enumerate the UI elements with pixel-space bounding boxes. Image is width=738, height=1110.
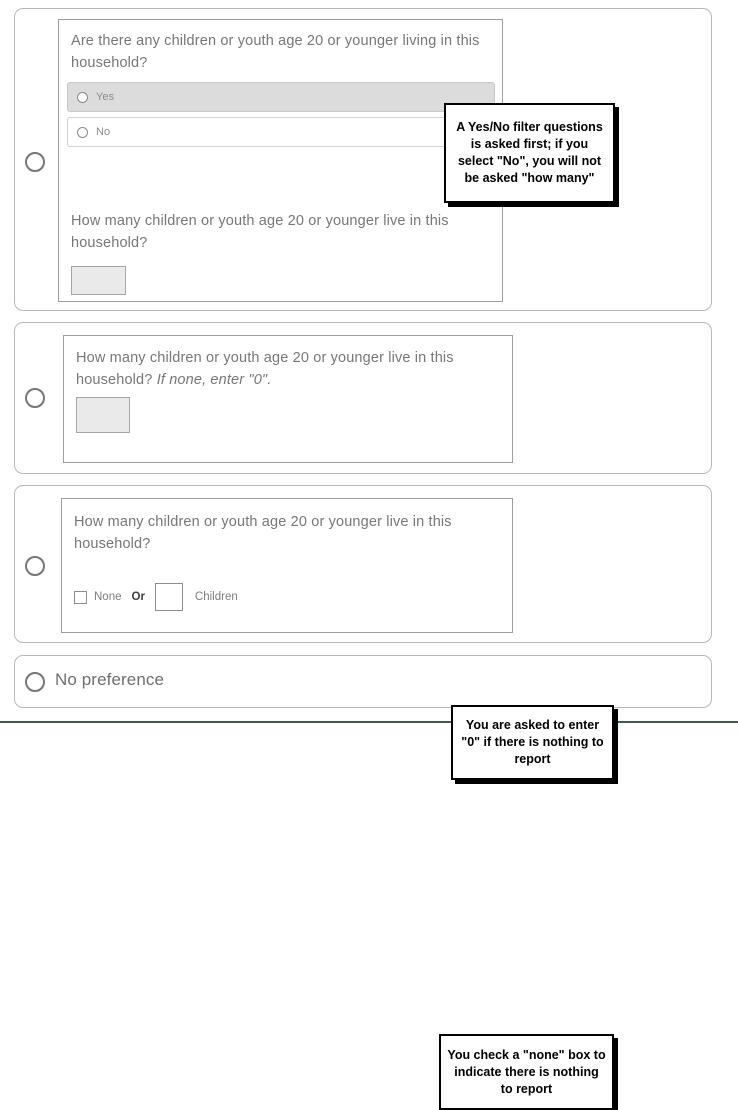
survey-panel-enter-zero: How many children or youth age 20 or you… <box>63 335 513 463</box>
option-card-no-preference[interactable]: No preference <box>14 655 712 708</box>
callout-text-filter-question: A Yes/No filter questions is asked first… <box>456 120 603 185</box>
label-children: Children <box>194 591 238 603</box>
callout-none-checkbox: You check a "none" box to indicate there… <box>439 1034 614 1110</box>
option-card-enter-zero[interactable]: How many children or youth age 20 or you… <box>14 322 712 780</box>
survey-panel-none-checkbox: How many children or youth age 20 or you… <box>61 498 513 633</box>
option-radio-enter-zero[interactable] <box>25 388 45 408</box>
option-radio-filter-question[interactable] <box>25 152 45 172</box>
followup-question-text: How many children or youth age 20 or you… <box>71 213 449 251</box>
checkbox-icon-none[interactable] <box>74 590 87 604</box>
question-text-none-checkbox: How many children or youth age 20 or you… <box>74 514 452 552</box>
callout-filter-question: A Yes/No filter questions is asked first… <box>444 103 615 203</box>
option-radio-none-checkbox[interactable] <box>25 556 45 576</box>
question-italic-enter-zero: If none, enter "0". <box>156 372 272 388</box>
survey-panel-filter-question: Are there any children or youth age 20 o… <box>58 19 503 302</box>
radio-icon-no[interactable] <box>77 126 88 138</box>
none-or-children-row: None Or Children <box>74 583 238 611</box>
bottom-divider <box>0 721 738 723</box>
filter-question-text: Are there any children or youth age 20 o… <box>71 33 480 71</box>
question-text-enter-zero: How many children or youth age 20 or you… <box>76 347 496 391</box>
callout-enter-zero: You are asked to enter "0" if there is n… <box>451 705 614 780</box>
choice-row-yes[interactable]: Yes <box>67 82 495 112</box>
choice-row-no[interactable]: No <box>67 117 495 147</box>
count-entry-box-enter-zero[interactable] <box>76 397 130 433</box>
question-main-enter-zero: How many children or youth age 20 or you… <box>76 350 454 388</box>
callout-text-enter-zero: You are asked to enter "0" if there is n… <box>461 718 604 766</box>
option-radio-no-preference[interactable] <box>25 672 45 692</box>
children-entry-box[interactable] <box>154 583 183 611</box>
option-label-no-preference: No preference <box>55 670 165 689</box>
option-card-filter-question[interactable]: Are there any children or youth age 20 o… <box>14 8 712 311</box>
label-none: None <box>94 591 122 603</box>
choice-label-yes: Yes <box>96 91 115 103</box>
label-or: Or <box>131 591 145 603</box>
option-card-none-checkbox[interactable]: How many children or youth age 20 or you… <box>14 485 712 1110</box>
radio-icon-yes[interactable] <box>77 91 88 103</box>
choice-label-no: No <box>96 126 111 138</box>
callout-text-none-checkbox: You check a "none" box to indicate there… <box>447 1047 606 1096</box>
count-entry-box-filter[interactable] <box>71 266 126 295</box>
